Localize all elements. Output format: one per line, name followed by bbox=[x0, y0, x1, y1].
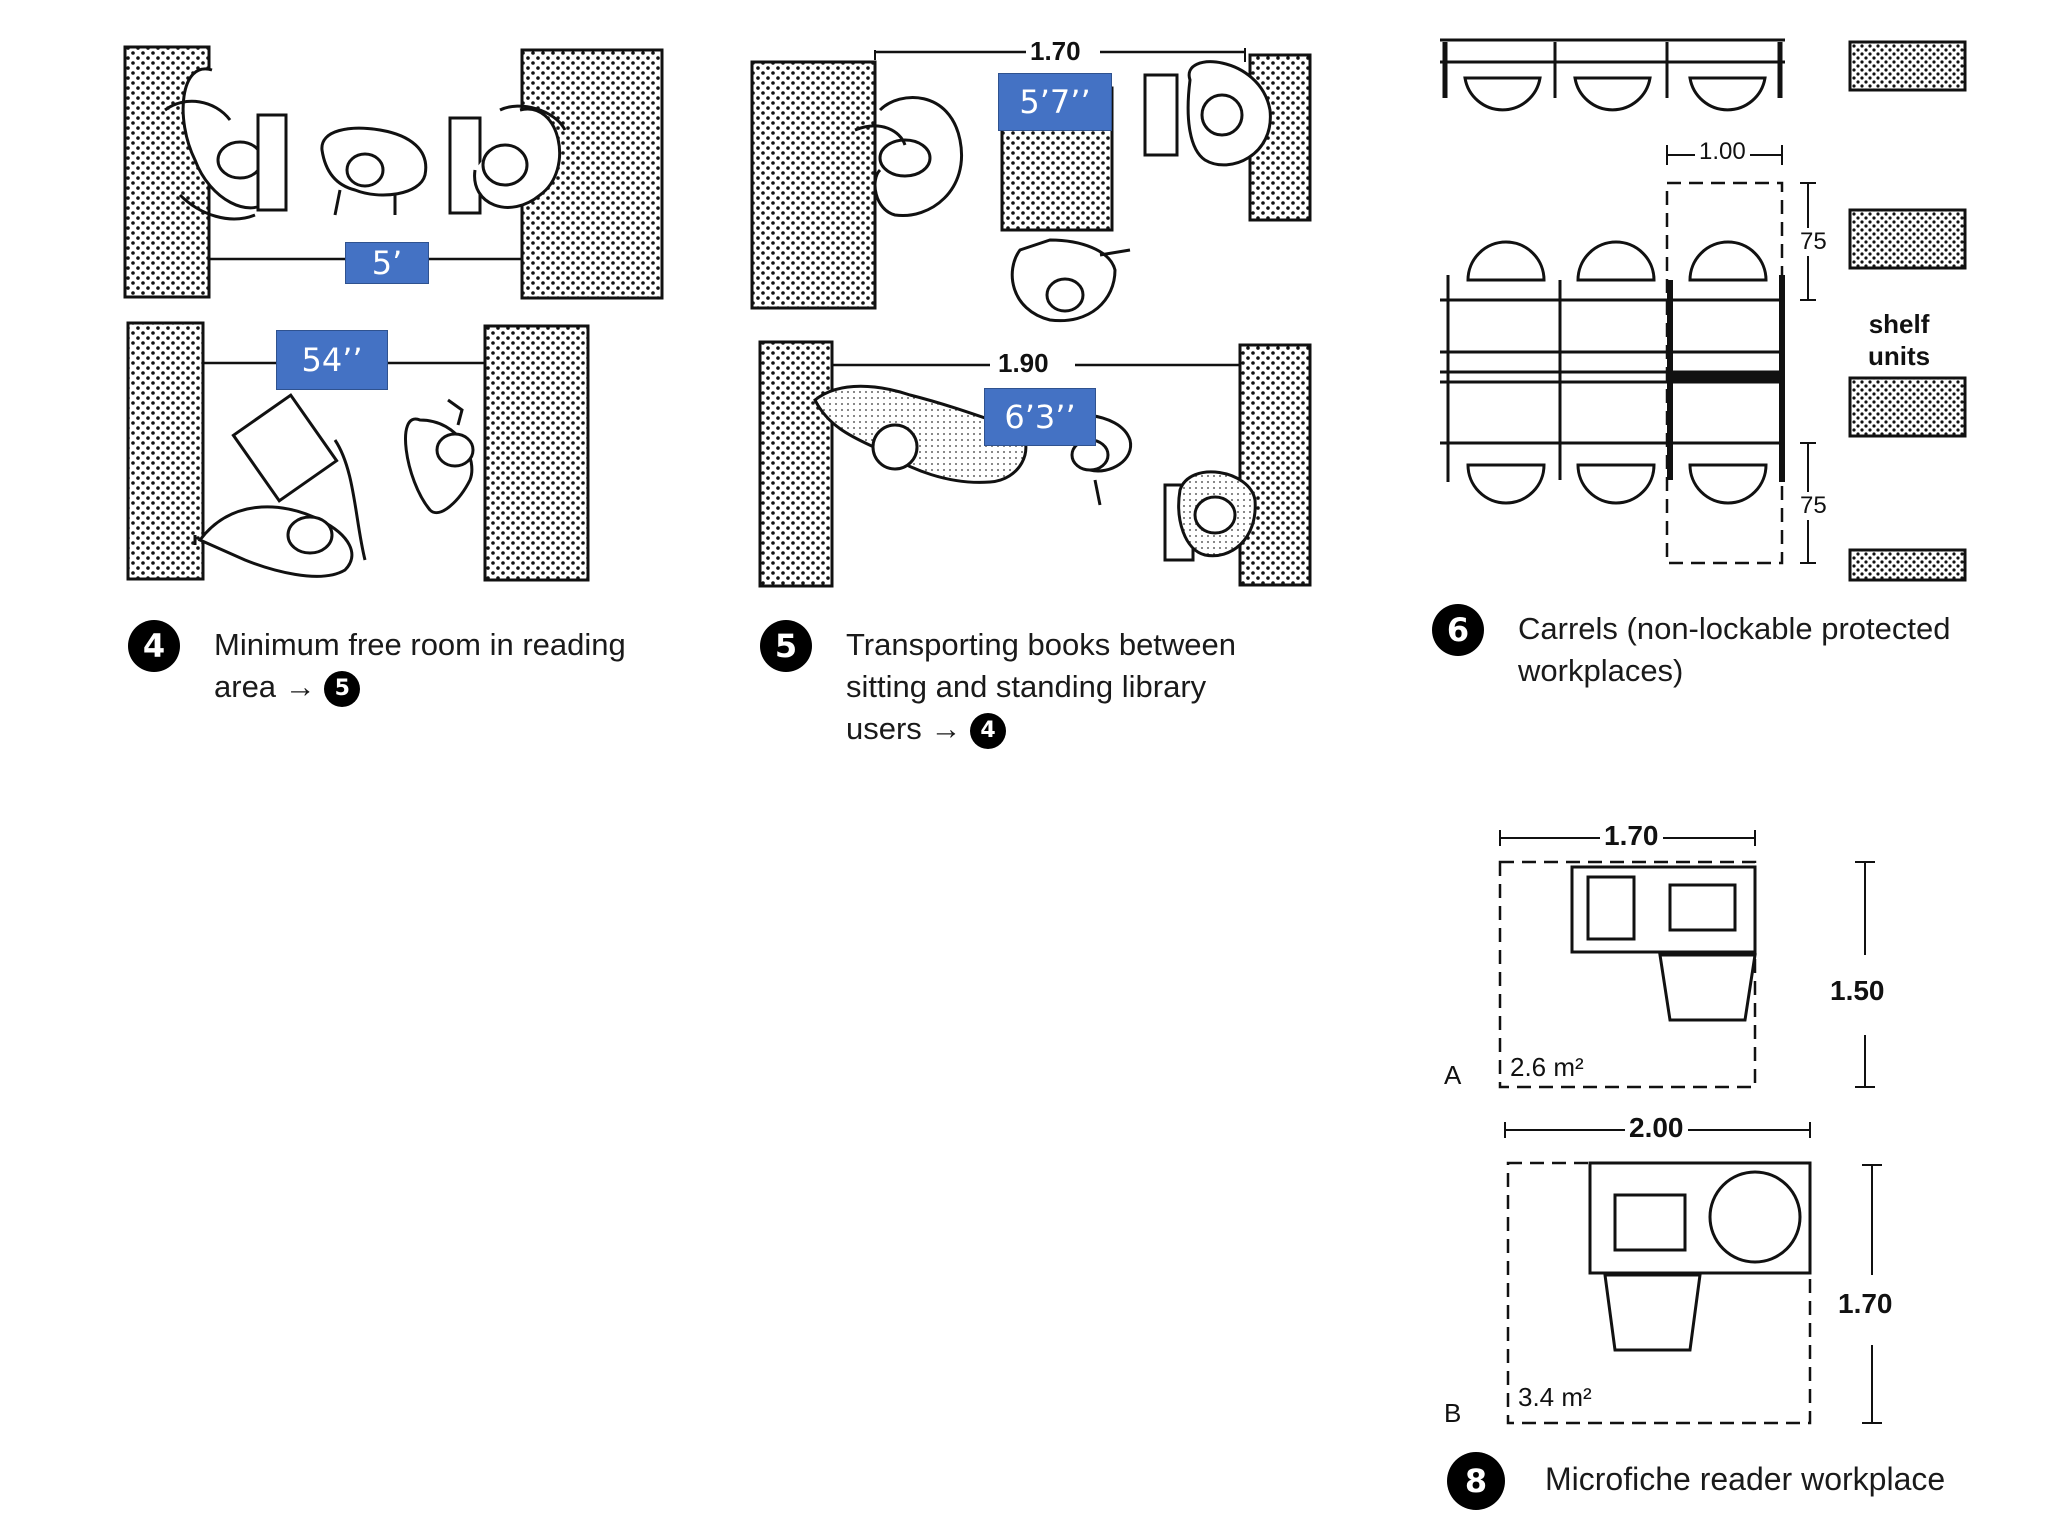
fig4-person-middle bbox=[320, 126, 428, 216]
fig8-number: 8 bbox=[1447, 1452, 1505, 1510]
fig6-caption-line1: Carrels (non-lockable protected bbox=[1518, 611, 1951, 646]
fig5-person-seated-bottom bbox=[1163, 470, 1257, 562]
fig6-carrel-outline bbox=[1665, 181, 1784, 565]
fig6-shelf-2 bbox=[1848, 208, 1967, 270]
fig6-drawing bbox=[1440, 38, 1967, 582]
fig8-a-height: 1.50 bbox=[1830, 975, 1885, 1006]
fig8-a-letter: A bbox=[1444, 1060, 1462, 1090]
fig6-dim-width: 1.00 bbox=[1695, 138, 1750, 166]
fig8-a-width: 1.70 bbox=[1600, 820, 1663, 852]
fig4-label-bottom: 54’’ bbox=[276, 330, 388, 390]
fig5-shelf-top-left bbox=[750, 60, 877, 310]
fig5-label-bottom: 6’3’’ bbox=[984, 388, 1096, 446]
fig4-number: 4 bbox=[128, 620, 180, 672]
fig5-person-seated-left bbox=[854, 96, 963, 218]
fig4-person-right bbox=[448, 104, 567, 215]
fig5-dim-bottom: 1.90 bbox=[994, 348, 1053, 379]
fig5-ref-badge[interactable]: 4 bbox=[970, 712, 1007, 749]
fig5-caption-line2: sitting and standing library bbox=[846, 669, 1207, 704]
fig8-b-area: 3.4 m² bbox=[1518, 1382, 1592, 1412]
fig5-label-top: 5’7’’ bbox=[998, 73, 1112, 131]
fig8-drawing bbox=[1498, 830, 1882, 1425]
fig8-b-letter: B bbox=[1444, 1398, 1462, 1428]
fig8-b-height: 1.70 bbox=[1838, 1288, 1893, 1319]
fig5-person-seated-right bbox=[1143, 60, 1272, 167]
fig4-person-standing bbox=[404, 398, 475, 515]
fig4-shelf-bottom-right bbox=[483, 324, 590, 582]
fig4-ref-badge[interactable]: 5 bbox=[324, 670, 361, 707]
fig6-caption-line2: workplaces) bbox=[1518, 653, 1684, 688]
fig8-workplace-a bbox=[1498, 830, 1875, 1089]
fig5-person-standing-top bbox=[1010, 238, 1131, 323]
fig6-number: 6 bbox=[1432, 604, 1484, 656]
fig4-person-book bbox=[193, 393, 367, 578]
fig4-caption: Minimum free room in reading area → 5 bbox=[214, 624, 684, 708]
fig4-person-left bbox=[164, 67, 288, 221]
fig5-dim-top: 1.70 bbox=[1026, 36, 1085, 67]
fig6-shelf-label: shelf units bbox=[1868, 308, 1930, 372]
fig5-caption-line1: Transporting books between bbox=[846, 627, 1237, 662]
fig4-shelf-bottom-left bbox=[126, 321, 205, 581]
fig5-shelf-bottom-left bbox=[758, 340, 834, 588]
fig6-top-chairs bbox=[1463, 76, 1767, 112]
fig5-caption: Transporting books between sitting and s… bbox=[846, 624, 1326, 750]
fig5-caption-line3-row: users → 4 bbox=[846, 708, 1326, 750]
fig6-dim-depth-top: 75 bbox=[1796, 228, 1831, 256]
fig6-main-carrels bbox=[1440, 240, 1785, 505]
fig6-shelf-1 bbox=[1848, 40, 1967, 92]
fig6-shelf-label-1: shelf bbox=[1868, 309, 1930, 339]
fig6-shelf-label-2: units bbox=[1868, 341, 1931, 371]
fig4-caption-line2-row: area → 5 bbox=[214, 666, 684, 708]
fig5-number: 5 bbox=[760, 620, 812, 672]
fig4-drawing bbox=[123, 45, 664, 582]
fig6-shelf-4 bbox=[1848, 548, 1967, 582]
fig6-shelf-3 bbox=[1848, 376, 1967, 438]
fig4-label-top: 5’ bbox=[345, 242, 429, 284]
fig4-caption-line1: Minimum free room in reading bbox=[214, 627, 626, 662]
fig8-a-area: 2.6 m² bbox=[1510, 1052, 1584, 1082]
fig5-shelf-bottom-right bbox=[1238, 343, 1312, 587]
fig8-b-width: 2.00 bbox=[1625, 1112, 1688, 1144]
fig8-workplace-b bbox=[1504, 1122, 1882, 1425]
fig6-dim-depth-bottom: 75 bbox=[1796, 492, 1831, 520]
fig6-caption: Carrels (non-lockable protected workplac… bbox=[1518, 608, 2018, 692]
fig5-drawing bbox=[750, 48, 1312, 588]
fig8-caption: Microfiche reader workplace bbox=[1545, 1461, 1946, 1497]
fig4-caption-line2: area → bbox=[214, 669, 316, 704]
fig5-caption-line3: users → bbox=[846, 711, 962, 746]
